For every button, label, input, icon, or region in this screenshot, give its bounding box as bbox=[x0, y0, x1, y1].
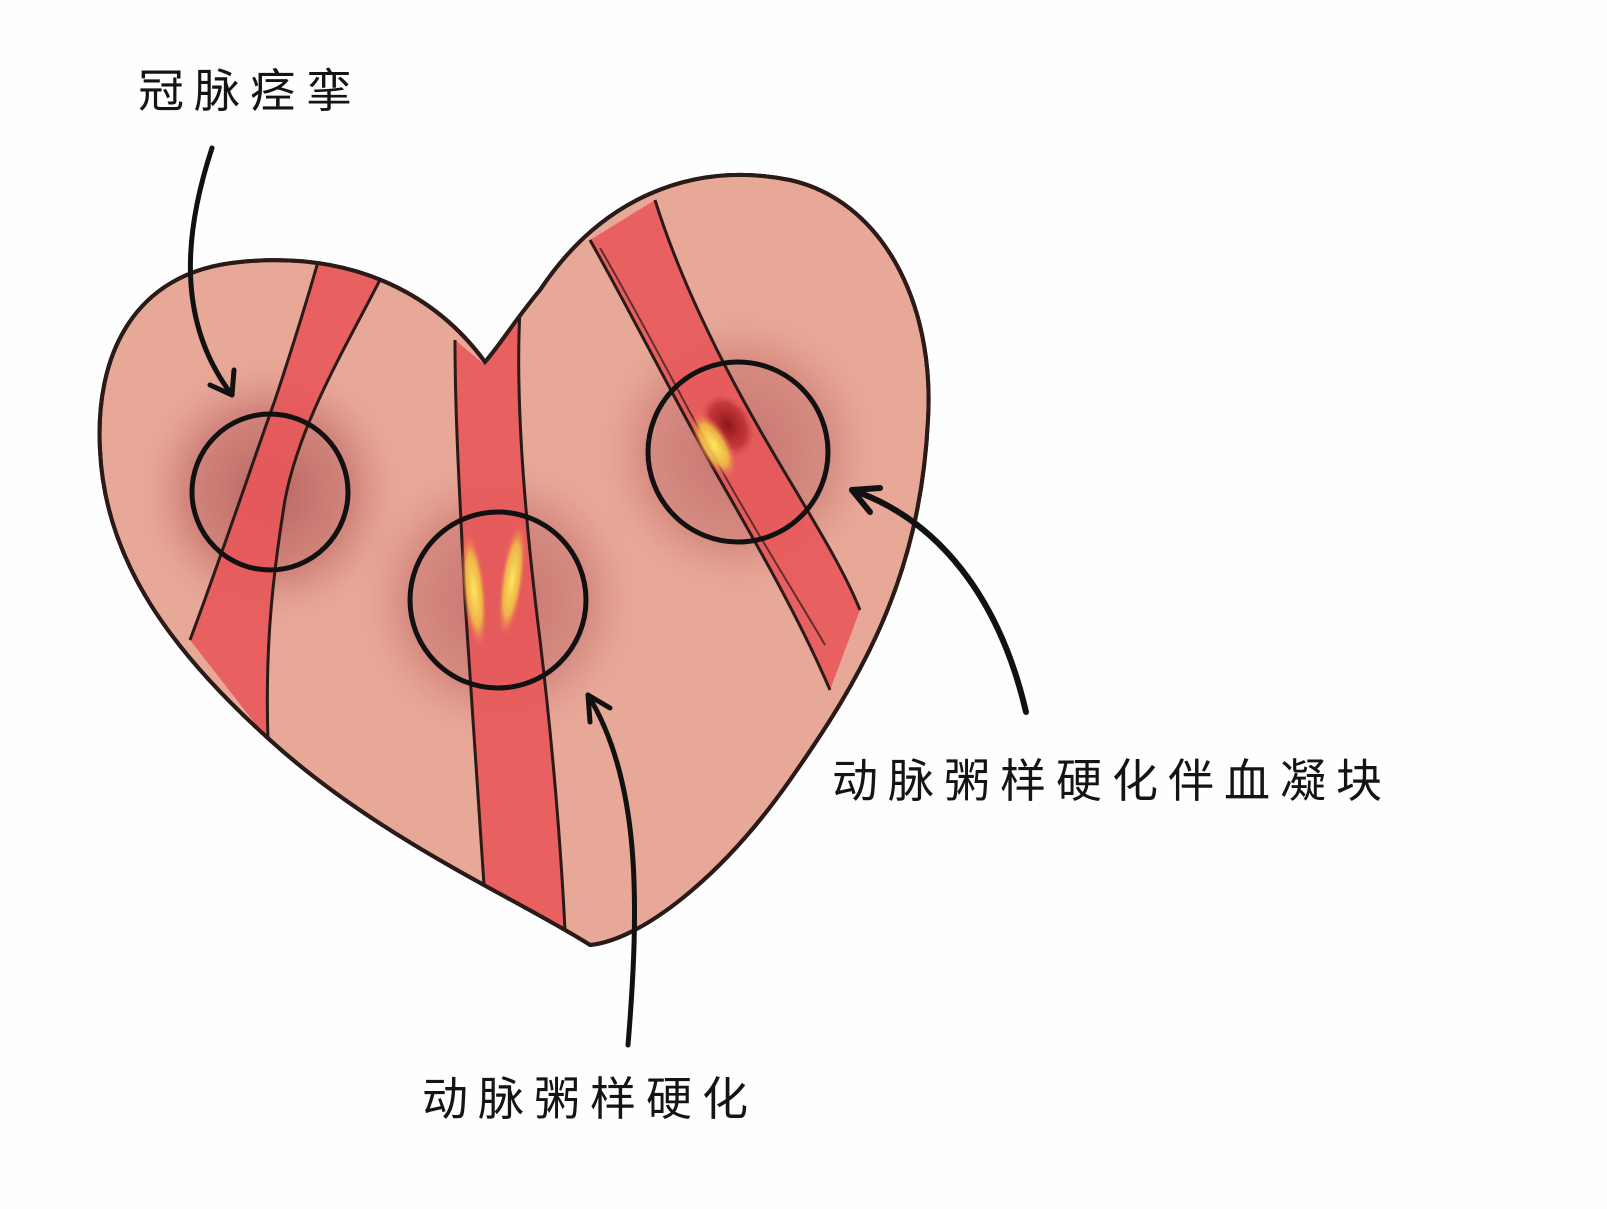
label-coronary-spasm: 冠脉痉挛 bbox=[138, 64, 362, 118]
right-artery bbox=[588, 199, 862, 691]
label-atherosclerosis: 动脉粥样硬化 bbox=[422, 1072, 758, 1126]
center-artery bbox=[453, 309, 567, 931]
clot-circle bbox=[645, 359, 831, 545]
left-artery bbox=[188, 254, 387, 741]
arrow-spasm bbox=[187, 145, 237, 398]
spasm-circle bbox=[189, 411, 351, 573]
atherosclerosis-circle bbox=[407, 509, 589, 691]
label-atherosclerosis-with-clot: 动脉粥样硬化伴血凝块 bbox=[832, 754, 1392, 808]
arrow-atherosclerosis bbox=[585, 692, 637, 1048]
arrow-clot bbox=[849, 485, 1029, 715]
